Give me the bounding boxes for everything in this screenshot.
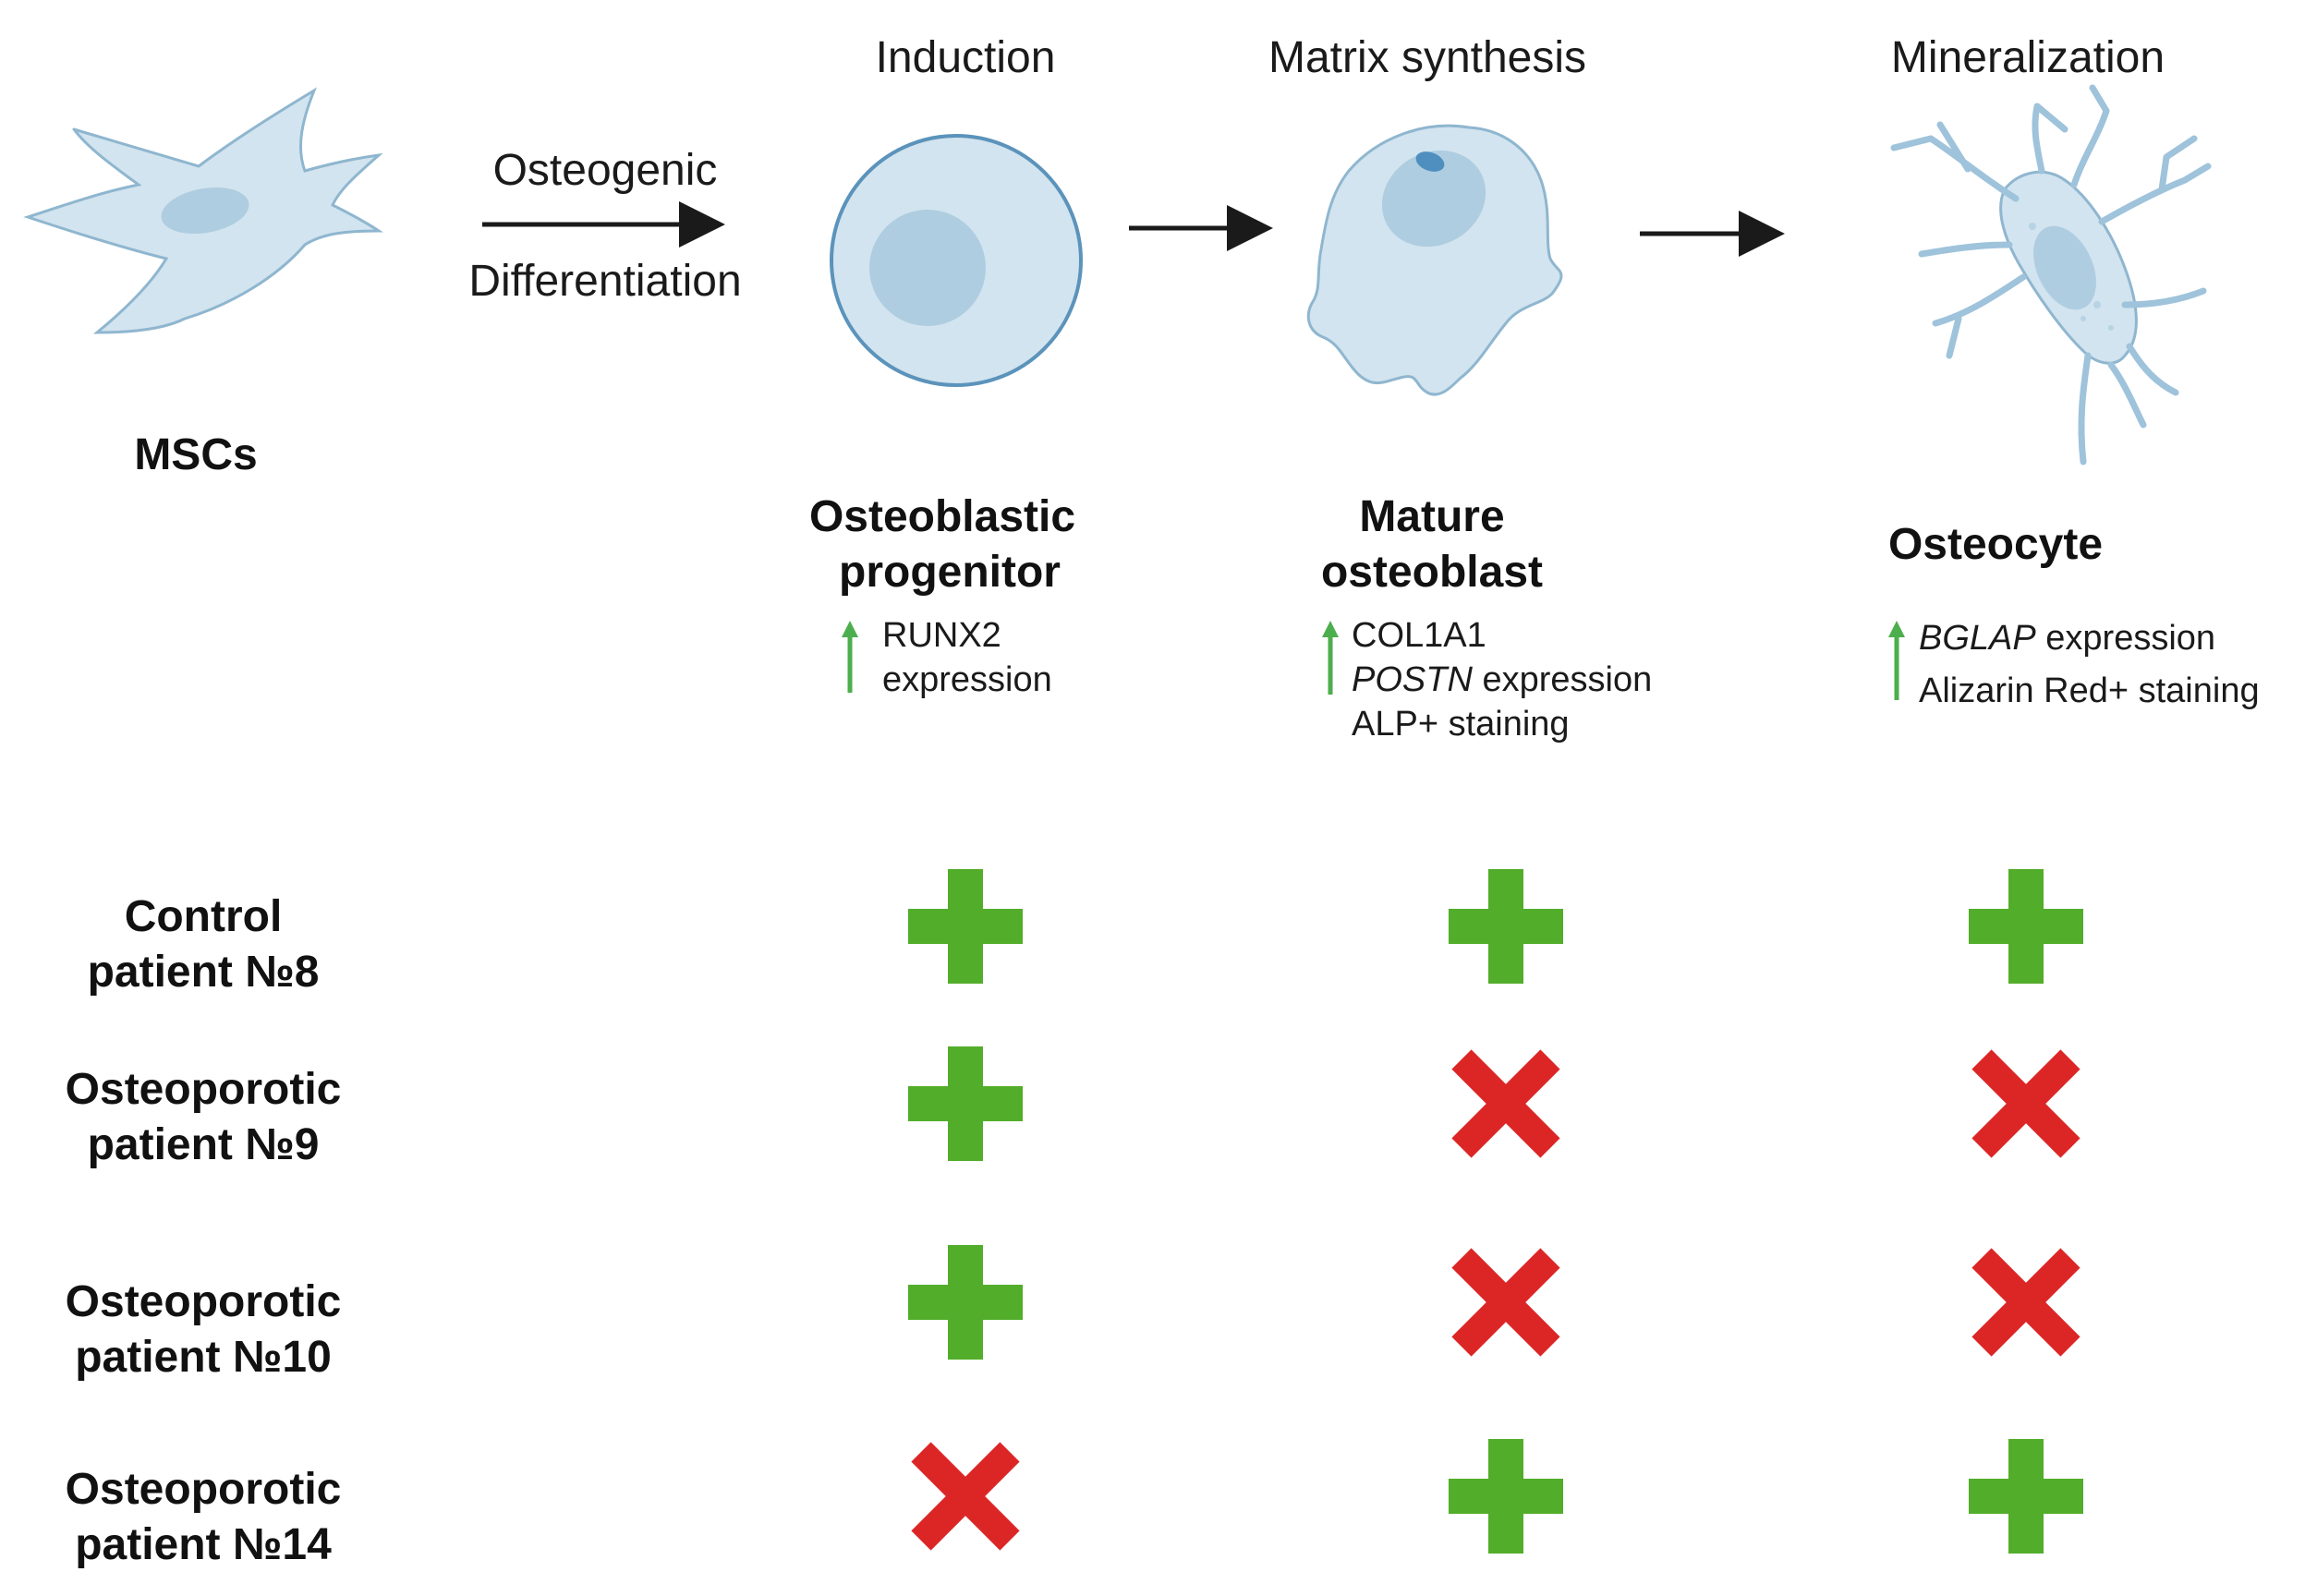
- msc-cell-illustration: [23, 87, 383, 334]
- row-label-line1: Osteoporotic: [66, 1065, 342, 1114]
- osteoblast-gene-postn-line: POSTN expression: [1352, 660, 1652, 699]
- plus-icon: [1449, 869, 1563, 984]
- row-label-line2: patient №9: [88, 1120, 320, 1169]
- osteocyte-cell-illustration: [1890, 84, 2212, 466]
- osteoblast-alp-staining: ALP+ staining: [1352, 705, 1570, 744]
- osteoblast-gene-col1a1: COL1A1: [1352, 616, 1486, 655]
- row-label-line2: patient №10: [75, 1333, 332, 1382]
- cross-icon: [1451, 1049, 1560, 1158]
- msc-label: MSCs: [134, 430, 257, 479]
- osteoblast-name-line2: osteoblast: [1321, 548, 1543, 597]
- cross-icon: [1971, 1049, 2081, 1158]
- osteoblast-upregulation-arrow: [1322, 621, 1339, 695]
- row-label-line1: Control: [125, 892, 283, 941]
- row-label-line1: Osteoporotic: [66, 1277, 342, 1326]
- osteoblast-postn-expression: expression: [1473, 660, 1652, 699]
- osteocyte-upregulation-arrow: [1888, 621, 1905, 700]
- result-marks: [908, 869, 2083, 1554]
- osteocyte-alizarin-staining: Alizarin Red+ staining: [1919, 671, 2260, 710]
- arrow-label-osteogenic: Osteogenic: [493, 146, 718, 195]
- results-row-3: Osteoporotic patient №14: [66, 1465, 342, 1569]
- row-label-line1: Osteoporotic: [66, 1465, 342, 1514]
- progenitor-upregulation-arrow: [842, 621, 858, 693]
- osteoblast-gene-postn: POSTN: [1352, 660, 1473, 699]
- plus-icon: [1969, 1439, 2083, 1554]
- progenitor-cell-illustration: [830, 134, 1083, 387]
- plus-icon: [908, 1245, 1023, 1360]
- stage-title-induction: Induction: [876, 33, 1056, 82]
- cross-icon: [1451, 1248, 1560, 1357]
- plus-icon: [908, 1046, 1023, 1161]
- results-row-1: Osteoporotic patient №9: [66, 1065, 342, 1169]
- cross-icon: [911, 1442, 1020, 1551]
- osteoblast-cell-illustration: [1306, 124, 1563, 396]
- osteocyte-bglap-expression: expression: [2036, 619, 2215, 658]
- results-row-2: Osteoporotic patient №10: [66, 1277, 342, 1382]
- osteocyte-gene-bglap-line: BGLAP expression: [1919, 619, 2215, 658]
- results-row-0: Control patient №8: [88, 892, 320, 997]
- progenitor-gene-runx2: RUNX2: [882, 616, 1001, 655]
- row-label-line2: patient №14: [75, 1520, 332, 1569]
- row-label-line2: patient №8: [88, 948, 320, 997]
- stage-title-matrix-synthesis: Matrix synthesis: [1268, 33, 1586, 82]
- osteocyte-name: Osteocyte: [1888, 520, 2103, 569]
- cross-icon: [1971, 1248, 2081, 1357]
- plus-icon: [1449, 1439, 1563, 1554]
- progenitor-name-line1: Osteoblastic: [809, 492, 1075, 541]
- plus-icon: [908, 869, 1023, 984]
- arrow-label-differentiation: Differentiation: [468, 257, 741, 306]
- stage-title-mineralization: Mineralization: [1891, 33, 2165, 82]
- osteoblast-name-line1: Mature: [1359, 492, 1504, 541]
- plus-icon: [1969, 869, 2083, 984]
- progenitor-marker-expression: expression: [882, 660, 1052, 699]
- progenitor-name-line2: progenitor: [839, 548, 1061, 597]
- osteocyte-gene-bglap: BGLAP: [1919, 619, 2036, 658]
